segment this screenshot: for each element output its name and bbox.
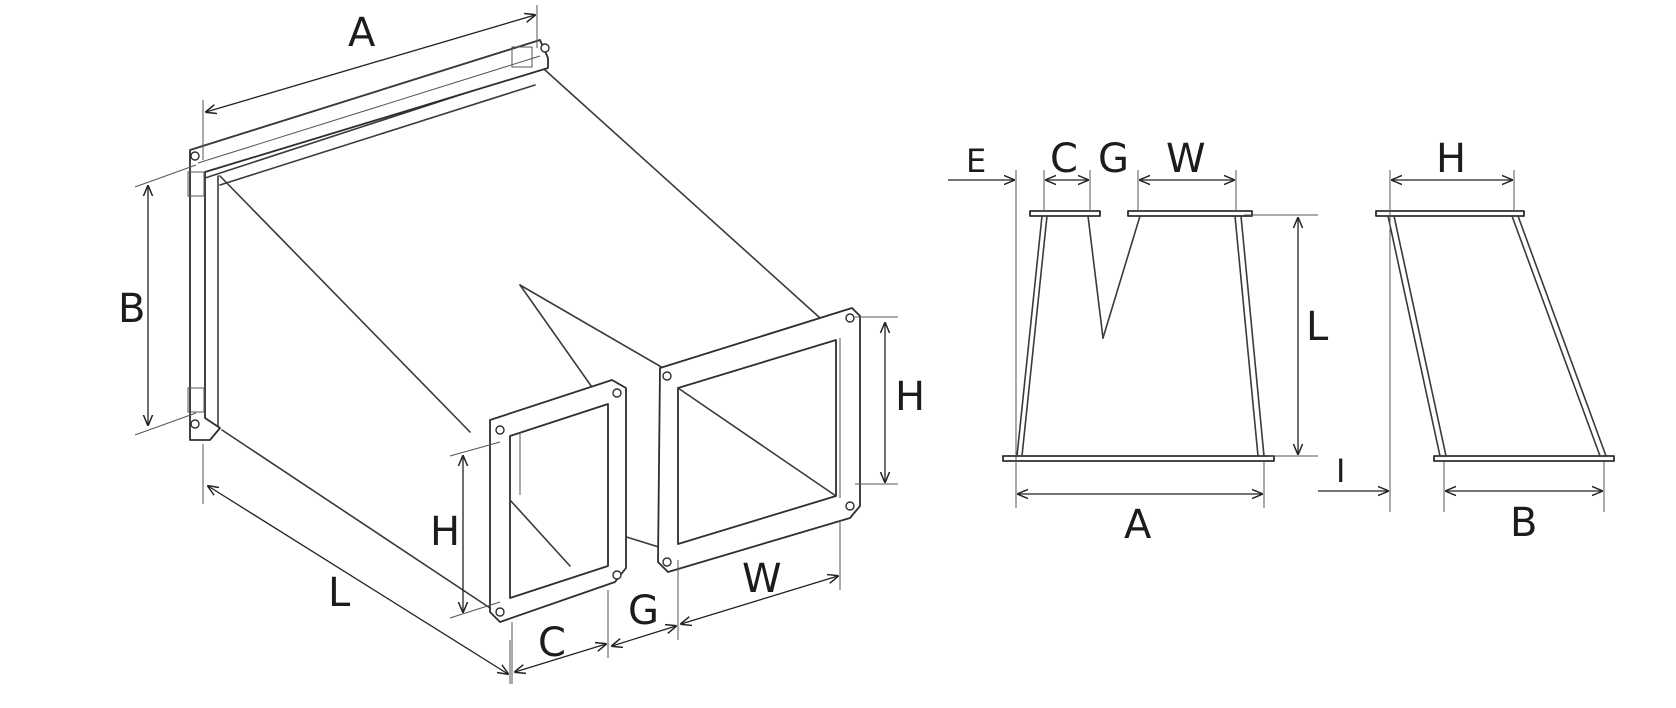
dimension-l-front: L: [1298, 218, 1329, 454]
label-l: L: [328, 570, 351, 616]
label-b-side: B: [1510, 500, 1537, 546]
dimension-b-side: B: [1446, 491, 1602, 546]
dimension-w: W: [681, 520, 841, 624]
dimension-h-small: H: [430, 441, 501, 619]
dimension-g-front: G: [1098, 136, 1129, 182]
side-bottom-flange: [1433, 455, 1615, 462]
label-c: C: [538, 620, 566, 666]
dimension-w-front: W: [1140, 136, 1234, 182]
dimension-h-large: H: [855, 316, 925, 485]
top-flange-large: [1127, 210, 1253, 217]
large-flange: [187, 39, 550, 441]
dimension-g: G: [612, 560, 678, 646]
label-h-large: H: [895, 374, 925, 420]
dimension-a-front: A: [1018, 494, 1262, 548]
dimension-h-side: H: [1392, 136, 1512, 182]
label-e: E: [966, 142, 986, 180]
isometric-view: A B L H H: [118, 5, 925, 684]
label-a-front: A: [1124, 502, 1152, 548]
label-h-side: H: [1436, 136, 1466, 182]
dimension-a: A: [202, 5, 538, 160]
duct-body: [204, 69, 821, 609]
bottom-flange: [1002, 455, 1275, 462]
label-i: I: [1336, 452, 1345, 490]
label-g: G: [628, 588, 659, 634]
dimension-c-front: C: [1046, 136, 1088, 182]
label-h-small: H: [430, 509, 460, 555]
side-top-flange: [1375, 210, 1525, 217]
label-w-front: W: [1166, 136, 1206, 182]
label-w: W: [742, 556, 782, 602]
label-g-front: G: [1098, 136, 1129, 182]
dimension-e: E: [948, 142, 1014, 180]
front-body: [1016, 215, 1265, 457]
side-body: [1387, 215, 1607, 457]
dimension-l: L: [202, 444, 511, 684]
label-b: B: [118, 286, 145, 332]
top-flange-small: [1029, 210, 1101, 217]
front-view: E C G W L A: [948, 136, 1329, 548]
side-view: H I B: [1318, 136, 1615, 546]
dimension-b: B: [118, 164, 197, 436]
dimension-i: I: [1318, 452, 1388, 491]
label-c-front: C: [1050, 136, 1078, 182]
large-outlet-flange: [657, 307, 861, 573]
small-outlet-flange: [489, 379, 627, 623]
label-l-front: L: [1306, 304, 1329, 350]
label-a: A: [348, 10, 376, 56]
dimension-c: C: [511, 590, 609, 684]
